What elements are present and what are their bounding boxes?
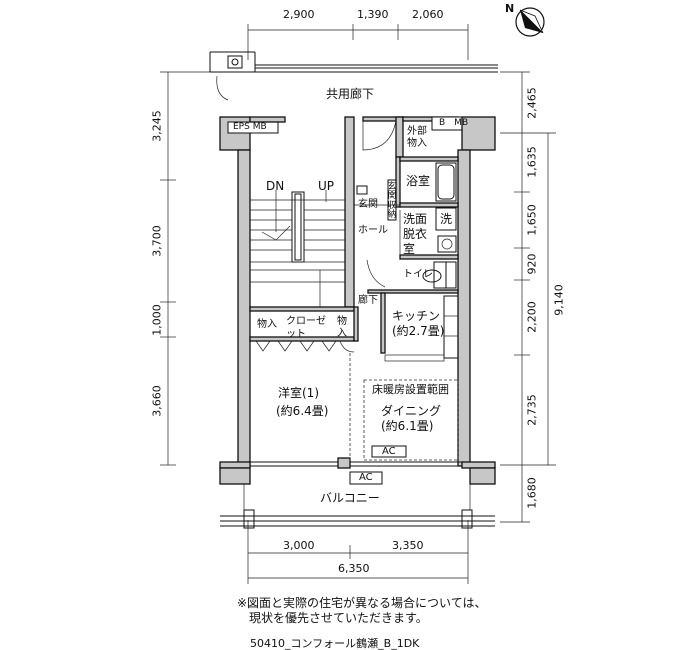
outside-storage-label: 外部物入 (407, 126, 427, 149)
washer-label: 洗 (440, 212, 453, 226)
dim-right-3: 1,650 (525, 204, 539, 236)
balcony-label: バルコニー (320, 491, 380, 505)
storage-left-label: 物入 (257, 319, 277, 330)
floor-heating-area (349, 353, 459, 461)
stair-up-label: UP (318, 179, 335, 193)
dim-left-2: 3,700 (150, 225, 164, 257)
dim-bottom-total: 6,350 (338, 562, 370, 575)
dim-right-7: 1,680 (525, 477, 539, 509)
storage-right-label: 物入 (337, 316, 347, 339)
floor-heating-label: 床暖房設置範囲 (372, 383, 449, 396)
dim-left-1: 3,245 (150, 110, 164, 142)
balcony-railing (220, 471, 495, 529)
entrance-area (354, 120, 401, 288)
dim-top-1: 2,900 (283, 8, 315, 21)
north-arrow (515, 7, 545, 37)
note-line-1: ※図面と実際の住宅が異なる場合については、 (237, 596, 487, 610)
ac-balcony-label: AC (359, 472, 373, 483)
entrance-label: 玄関 (358, 199, 378, 210)
ac-room-label: AC (382, 446, 396, 457)
dim-right-5: 2,200 (525, 301, 539, 333)
corridor-label: 共用廊下 (326, 87, 375, 101)
dining-size: (約6.1畳) (381, 419, 434, 433)
dim-right-6: 2,735 (525, 394, 539, 426)
western-room-label: 洋室(1) (278, 386, 319, 400)
hall-label: ホール (358, 225, 388, 236)
dim-right-4: 920 (525, 253, 539, 275)
closet-doors (255, 340, 355, 353)
kitchen-size: (約2.7畳) (392, 324, 445, 338)
dining-label: ダイニング (381, 404, 442, 418)
western-room-size: (約6.4畳) (276, 404, 329, 418)
dim-bottom-1: 3,000 (283, 539, 315, 552)
dim-left-4: 3,660 (150, 385, 164, 417)
hallway-label: 廊下 (358, 295, 378, 306)
compass-label: N (505, 2, 515, 15)
dim-right-total: 9,140 (552, 284, 566, 316)
bathroom-label: 浴室 (406, 174, 431, 188)
staircase (250, 190, 345, 307)
toilet-label: トイレ (403, 269, 433, 280)
corridor-railing (209, 51, 498, 101)
eps-mb-label: EPS MB (233, 122, 267, 132)
fixtures (384, 162, 459, 362)
dim-left-3: 1,000 (150, 304, 164, 336)
b-mb-label: B MB (439, 118, 469, 128)
dim-top-3: 2,060 (412, 8, 444, 21)
kitchen-label: キッチン (392, 309, 441, 323)
dimension-lines (160, 24, 556, 584)
entrance-storage-label: 玄関収納 (387, 182, 397, 221)
note-line-2: 現状を優先させていただきます。 (237, 611, 428, 625)
stair-dn-label: DN (266, 179, 285, 193)
walls (219, 116, 496, 485)
dim-bottom-2: 3,350 (392, 539, 424, 552)
washroom-label: 洗面脱衣室 (403, 212, 428, 256)
dim-right-1: 2,465 (525, 87, 539, 119)
dim-top-2: 1,390 (357, 8, 389, 21)
dim-right-2: 1,635 (525, 146, 539, 178)
closet-label: クローゼット (286, 316, 326, 340)
plan-caption: 50410_コンフォール鶴瀬_B_1DK (250, 637, 420, 650)
